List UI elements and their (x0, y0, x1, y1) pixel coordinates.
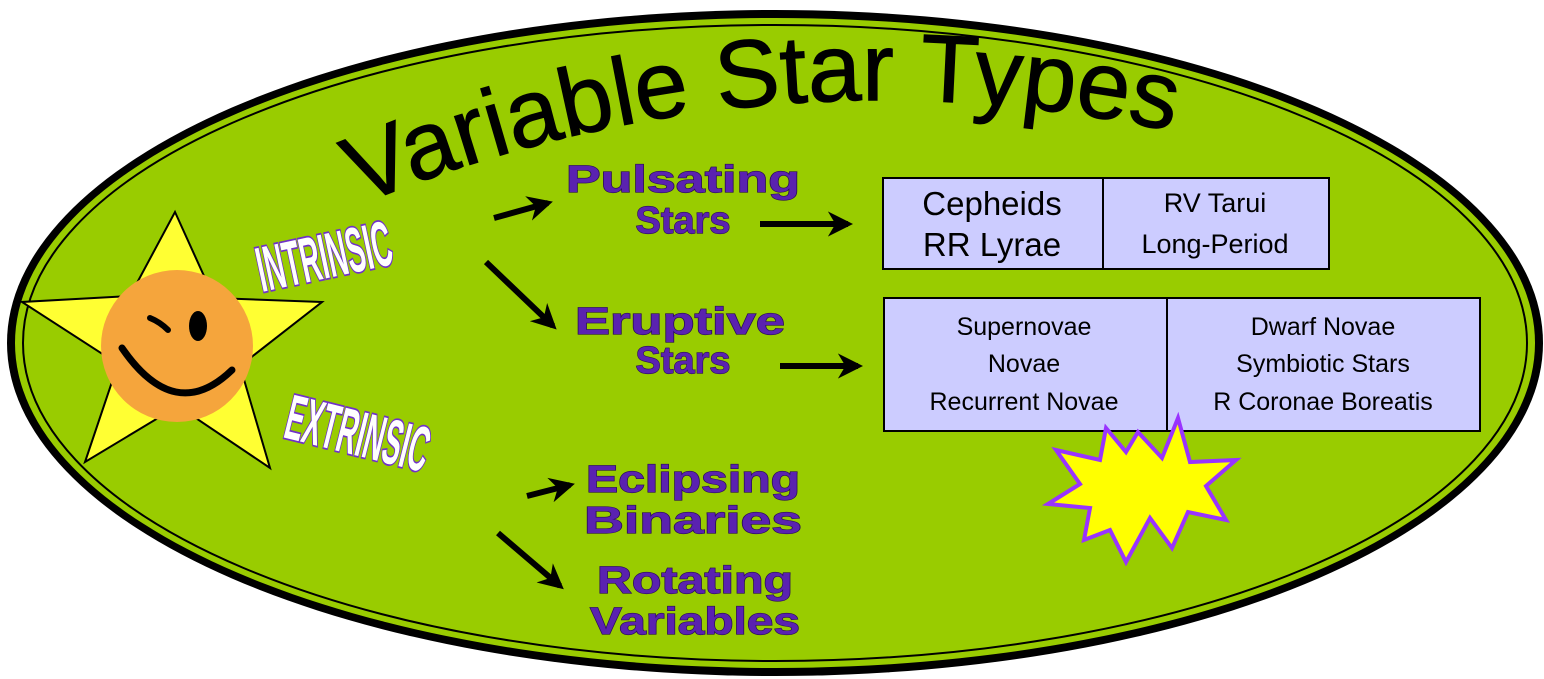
arrow-icon (496, 530, 564, 590)
arrow-icon (526, 477, 575, 503)
category-label-line: Binaries (584, 500, 802, 542)
example-rv-tarui: RV Tarui (1164, 188, 1267, 218)
arrow-icon (493, 196, 553, 221)
category-label-line: Eclipsing (586, 459, 800, 501)
example-r-coronae-boreatis: R Coronae Boreatis (1213, 388, 1433, 416)
category-eclipsing: Eclipsing Binaries (583, 458, 802, 542)
example-long-period: Long-Period (1141, 229, 1288, 259)
pulsating-examples-box: Cepheids RR Lyrae RV Tarui Long-Period (882, 177, 1330, 270)
example-novae: Novae (988, 350, 1060, 378)
category-label-line: Stars (635, 340, 730, 382)
category-eruptive: Eruptive Stars (574, 300, 785, 382)
category-label-line: Pulsating (566, 159, 800, 201)
example-recurrent-novae: Recurrent Novae (930, 388, 1119, 416)
arrows (483, 196, 864, 590)
category-rotating: Rotating Variables (589, 559, 800, 643)
example-dwarf-novae: Dwarf Novae (1251, 313, 1396, 341)
category-label-line: Eruptive (575, 301, 785, 343)
example-supernovae: Supernovae (957, 313, 1092, 341)
category-label-line: Variables (590, 601, 800, 643)
category-label-line: Rotating (597, 560, 793, 602)
example-symbiotic-stars: Symbiotic Stars (1236, 350, 1410, 378)
winking-star-icon (18, 209, 325, 471)
eruptive-examples-box: Supernovae Novae Recurrent Novae Dwarf N… (883, 297, 1481, 432)
category-pulsating: Pulsating Stars (565, 158, 800, 242)
category-label-line: Stars (635, 200, 730, 242)
example-cepheids: Cepheids (922, 185, 1061, 222)
example-rr-lyrae: RR Lyrae (923, 226, 1061, 263)
arrow-icon (483, 259, 557, 330)
starburst-icon (1041, 411, 1242, 567)
